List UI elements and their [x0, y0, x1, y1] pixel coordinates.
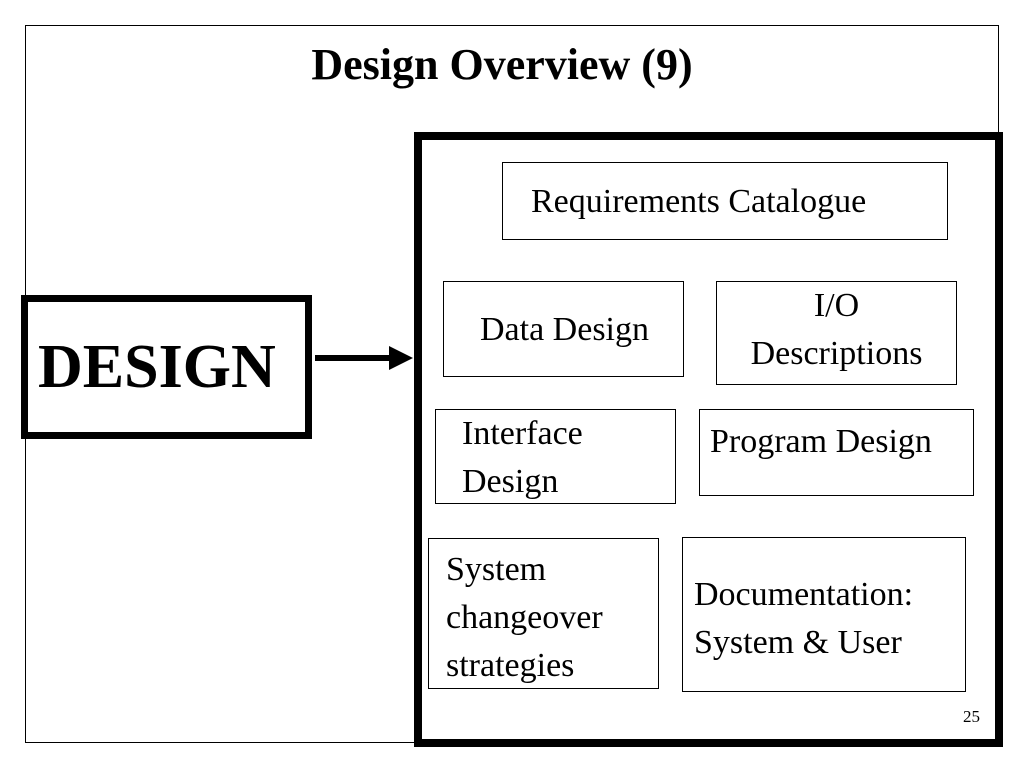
design-box: DESIGN	[21, 295, 312, 439]
data-design-label: Data Design	[480, 311, 650, 348]
io-descriptions-box: I/O Descriptions	[716, 281, 957, 385]
system-changeover-label: System changeover strategies	[446, 551, 603, 684]
arrow-right-icon	[315, 346, 413, 370]
interface-design-label: Interface Design	[462, 415, 583, 500]
io-descriptions-label: I/O Descriptions	[750, 287, 923, 372]
slide-title: Design Overview (9)	[311, 40, 693, 89]
program-design-label: Program Design	[710, 423, 932, 460]
interface-design-box: Interface Design	[435, 409, 676, 504]
data-design-box: Data Design	[443, 281, 684, 377]
documentation-box: Documentation: System & User	[682, 537, 966, 692]
documentation-label: Documentation: System & User	[694, 576, 914, 661]
system-changeover-box: System changeover strategies	[428, 538, 659, 689]
requirements-catalogue-label: Requirements Catalogue	[531, 183, 867, 220]
design-label: DESIGN	[38, 333, 276, 401]
requirements-catalogue-box: Requirements Catalogue	[502, 162, 948, 240]
page-number: 25	[963, 707, 980, 726]
program-design-box: Program Design	[699, 409, 974, 496]
